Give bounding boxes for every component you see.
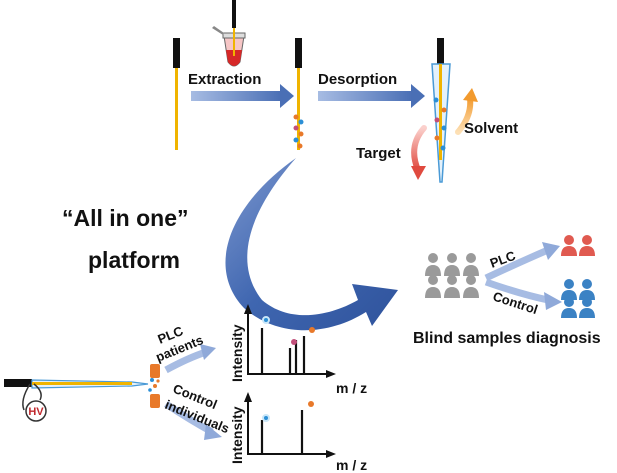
hv-label: HV [28,406,44,418]
plc-spectrum: Intensity m / z [229,304,367,396]
solvent-label: Solvent [464,120,518,137]
target-arrow [411,125,427,180]
control-branch-arrow [484,278,562,310]
hv-icon: HV [25,400,47,422]
fiber-2 [293,38,304,150]
solvent-arrow [455,88,478,135]
nanoesi-setup [4,379,149,411]
extraction-label: Extraction [188,71,261,88]
sample-tube-icon [212,0,246,67]
diagnosis-title: Blind samples diagnosis [413,330,601,347]
plc-branch-arrow [484,242,560,282]
control-spectrum: Intensity m / z [229,392,367,473]
control-group-icon [561,279,595,318]
desorption-tip [431,38,451,183]
platform-line1: “All in one” [62,205,189,231]
fiber-1 [173,38,180,150]
control-spectrum-xlabel: m / z [336,457,367,473]
platform-line2: platform [88,247,180,273]
plc-spectrum-xlabel: m / z [336,380,367,396]
extraction-arrow [191,84,294,108]
big-curved-arrow [225,158,398,331]
plc-spectrum-ylabel: Intensity [229,324,245,382]
ms-inlet-icon [150,364,160,408]
target-label: Target [356,145,401,162]
desorption-label: Desorption [318,71,397,88]
control-spectrum-ylabel: Intensity [229,406,245,464]
spray-plume [148,378,160,392]
plc-group-icon [561,235,595,256]
to-plc-spectrum-arrow [164,344,216,374]
desorption-arrow [318,84,425,108]
to-control-spectrum-arrow [164,401,222,440]
sample-group-icon [425,253,479,298]
